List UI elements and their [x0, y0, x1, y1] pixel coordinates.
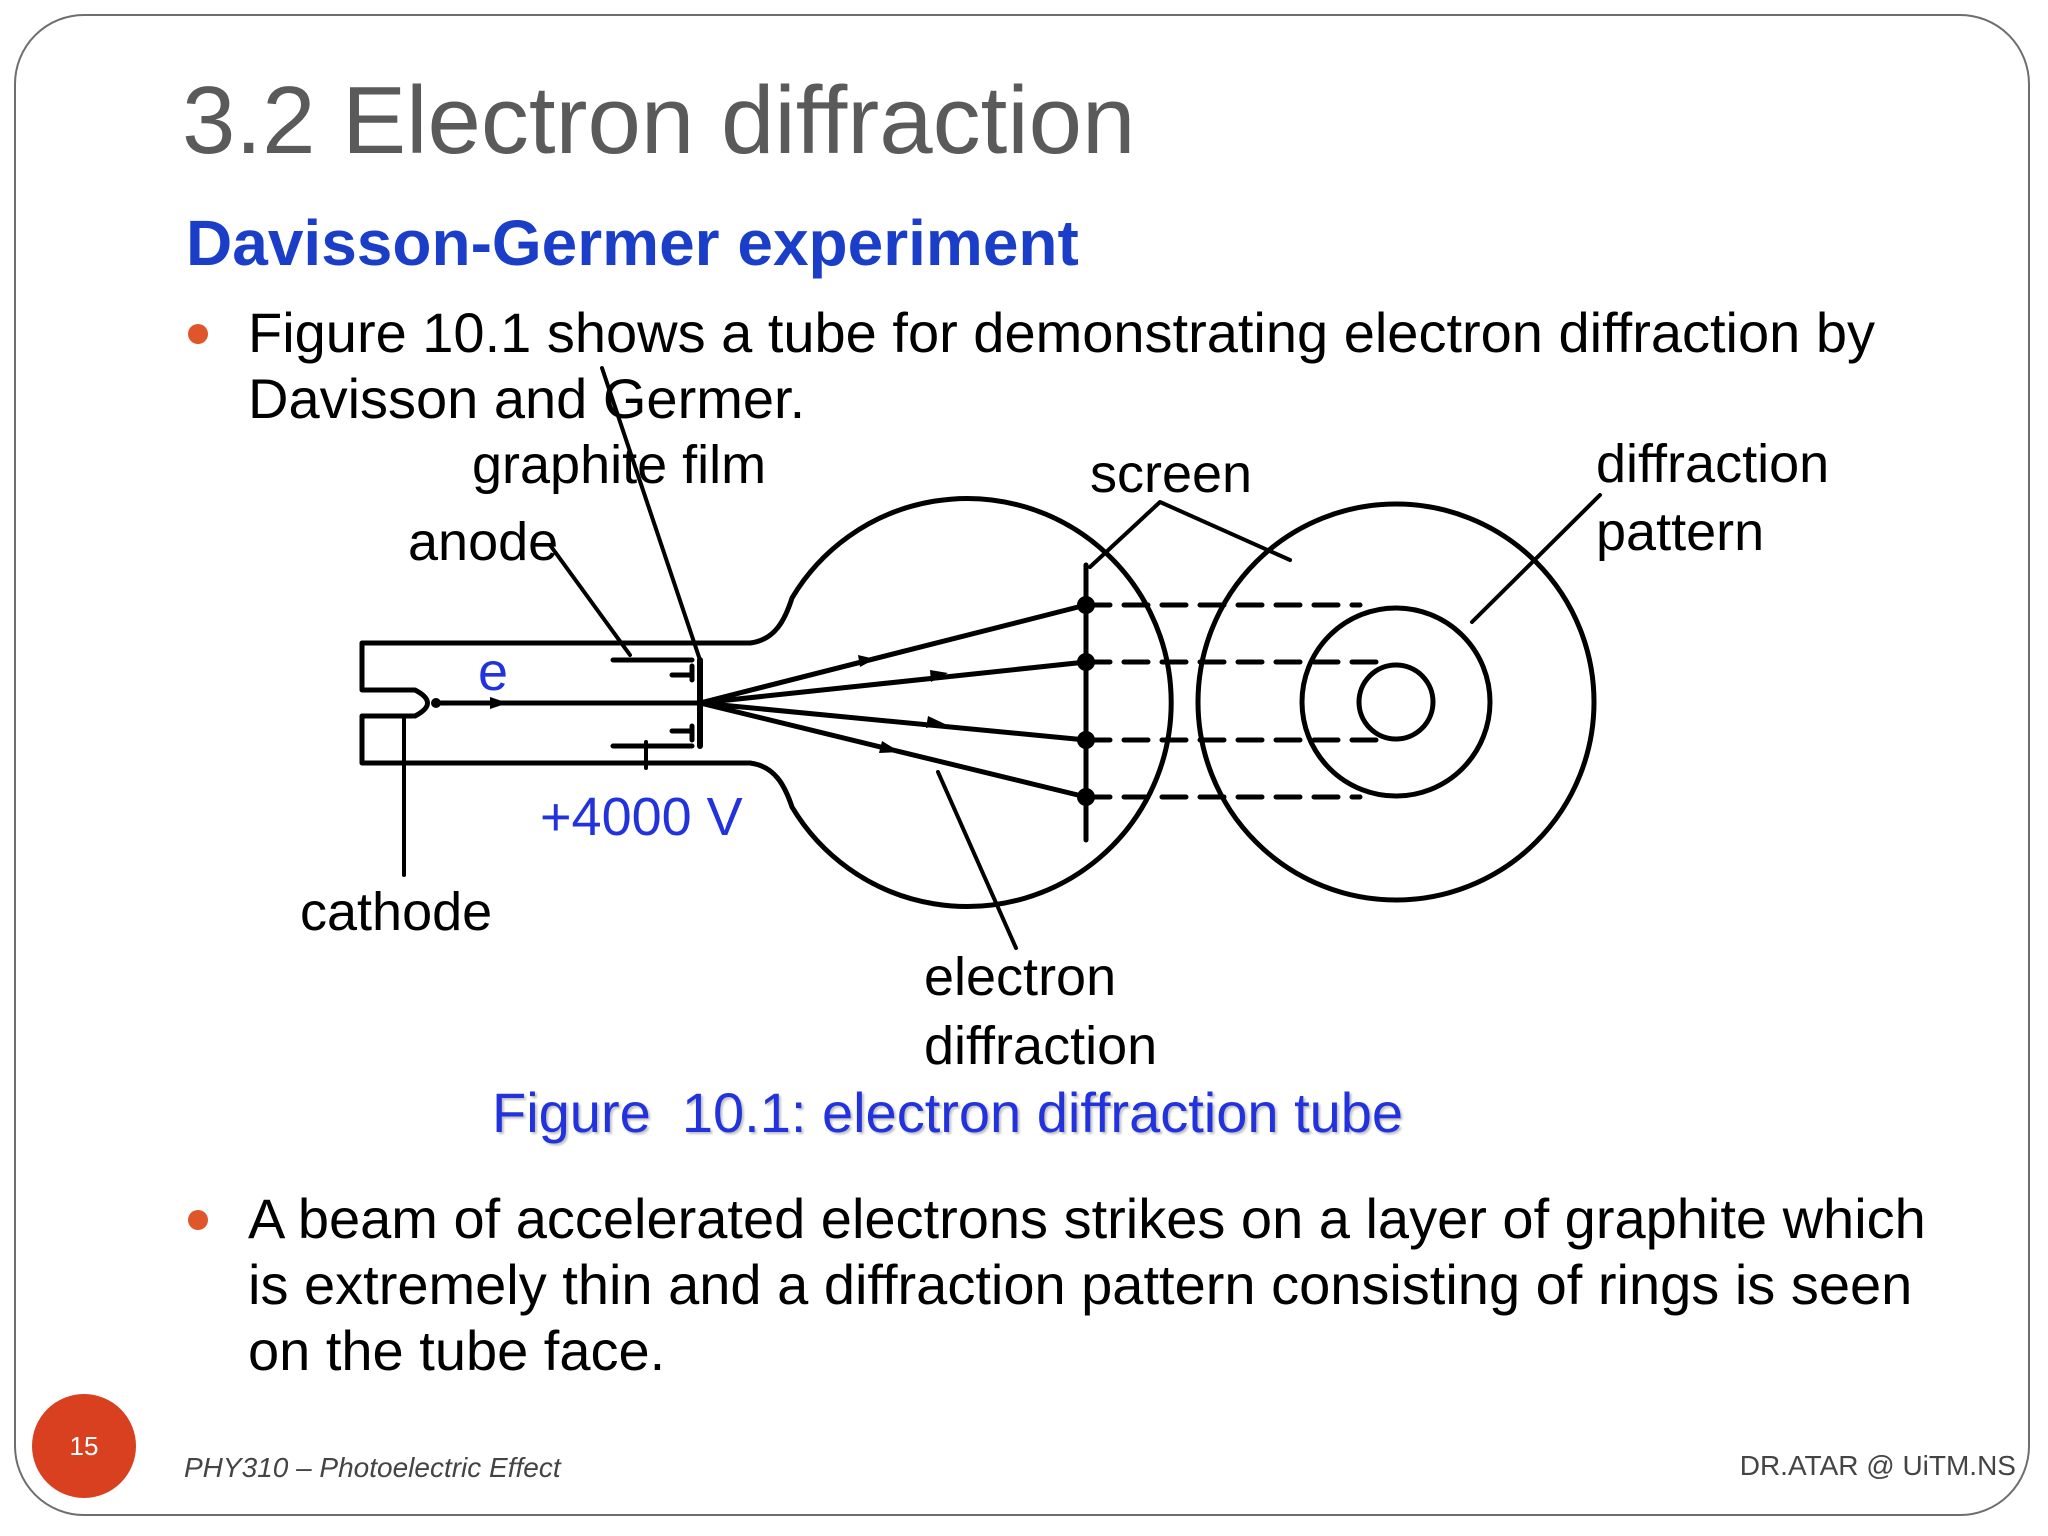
label-screen: screen	[1090, 444, 1252, 504]
tube-body	[359, 640, 753, 766]
label-graphite-film: graphite film	[472, 435, 766, 495]
tube-bulb	[747, 496, 1174, 909]
anode-electrode	[610, 657, 695, 749]
screen-leader	[1088, 500, 1292, 569]
footer-author: DR.ATAR @ UiTM.NS	[1739, 1450, 2016, 1481]
bullet-item: A beam of accelerated electrons strikes …	[188, 1186, 1926, 1406]
electron-diffraction-leader	[936, 770, 1018, 950]
projection-dashes	[1083, 602, 1393, 800]
figure-caption: Figure 10.1: electron diffraction tube	[492, 1081, 1404, 1144]
diffraction-pattern-leader	[1470, 493, 1602, 624]
label-voltage: +4000 V	[540, 787, 743, 847]
ray-arrows	[490, 655, 948, 753]
label-electron-e: e	[478, 642, 508, 702]
screen-face-circle	[1195, 501, 1597, 903]
diffracted-rays	[697, 602, 1089, 800]
anode-leader	[548, 543, 632, 657]
label-anode: anode	[408, 512, 558, 572]
bullet-item: Figure 10.1 shows a tube for demonstrati…	[188, 300, 1908, 440]
screen-points	[431, 596, 1095, 806]
bullet-dot-icon	[188, 324, 208, 344]
bullet-text: Figure 10.1 shows a tube for demonstrati…	[248, 301, 1875, 430]
slide-frame	[14, 14, 2030, 1516]
bullet-dot-icon	[188, 1210, 208, 1230]
slide-title: 3.2 Electron diffraction	[182, 67, 1136, 174]
label-diffraction: diffraction	[1596, 434, 1829, 494]
page-number-badge: 15	[32, 1394, 136, 1498]
footer-course: PHY310 – Photoelectric Effect	[184, 1452, 561, 1483]
graphite-film-leader	[600, 366, 702, 662]
slide-subtitle: Davisson-Germer experiment	[186, 207, 1079, 279]
inner-ring	[1356, 662, 1436, 742]
label-cathode: cathode	[300, 882, 492, 942]
label-electron-diffraction: diffraction	[924, 1016, 1157, 1076]
label-electron: electron	[924, 947, 1116, 1007]
bullet-text: A beam of accelerated electrons strikes …	[248, 1187, 1926, 1382]
label-pattern: pattern	[1596, 502, 1764, 562]
outer-ring	[1299, 605, 1493, 799]
